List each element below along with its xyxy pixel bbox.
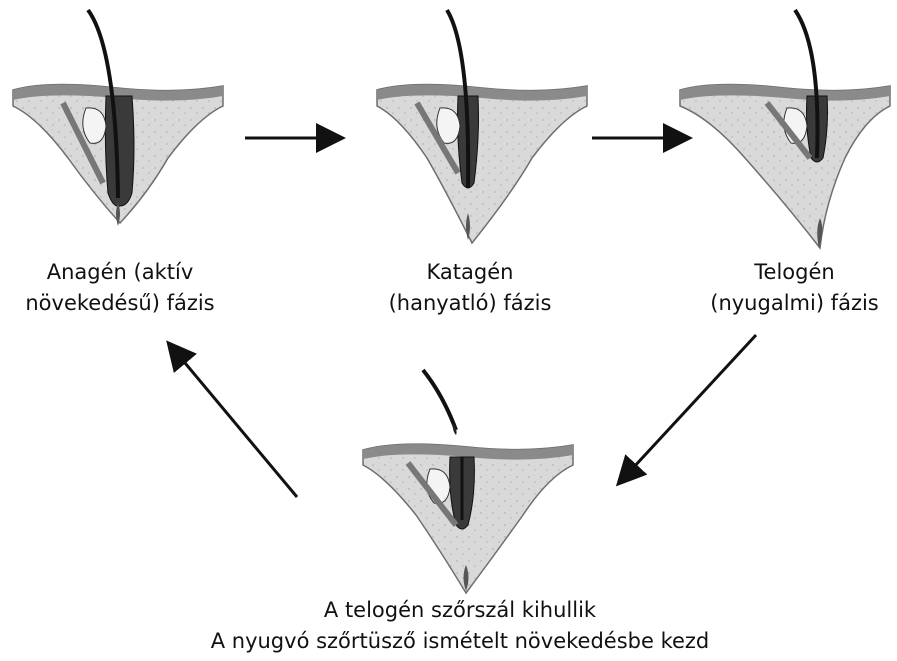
shedding-caption: A telogén szőrszál kihullik A nyugvó sző…: [160, 595, 760, 657]
anagen-caption: Anagén (aktív növekedésű) fázis: [5, 257, 235, 319]
shedding-label-line1: A telogén szőrszál kihullik: [160, 595, 760, 626]
catagen-caption: Katagén (hanyatló) fázis: [360, 257, 580, 319]
telogen-label-line2: (nyugalmi) fázis: [697, 288, 892, 319]
telogen-caption: Telogén (nyugalmi) fázis: [697, 257, 892, 319]
catagen-label-line2: (hanyatló) fázis: [360, 288, 580, 319]
arrow-shedding-to-anagen: [170, 345, 297, 497]
shedding-label-line2: A nyugvó szőrtüsző ismételt növekedésbe …: [160, 626, 760, 657]
anagen-label-line1: Anagén (aktív: [5, 257, 235, 288]
catagen-label-line1: Katagén: [360, 257, 580, 288]
arrow-telogen-to-shedding: [620, 335, 756, 482]
anagen-label-line2: növekedésű) fázis: [5, 288, 235, 319]
telogen-label-line1: Telogén: [697, 257, 892, 288]
